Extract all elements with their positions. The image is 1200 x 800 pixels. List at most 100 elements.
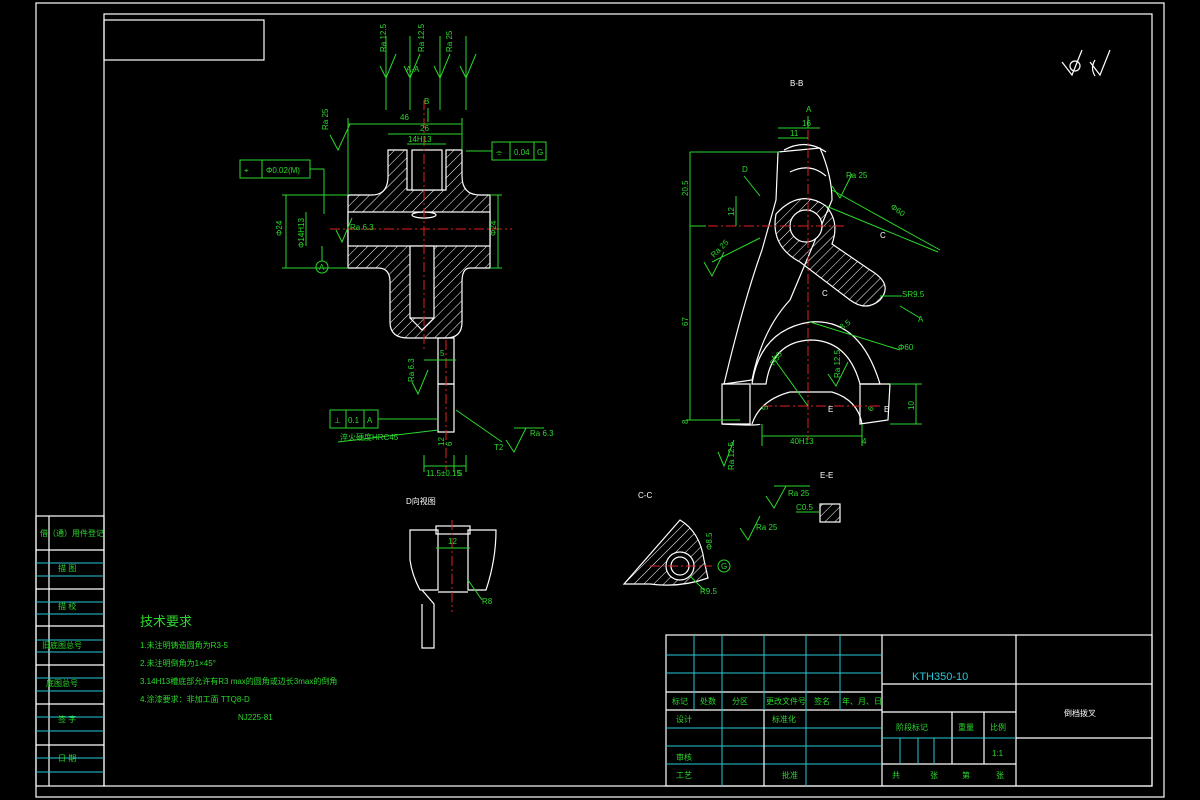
ra-bb-0: Ra 25 [846, 171, 868, 180]
marker-a-bb: A [806, 105, 812, 114]
title-block: 标记 处数 分区 更改文件号 签名 年、月、日 设计 审核 工艺 标准化 批准 … [665, 634, 1153, 787]
side-row-3: 旧底图总号 [42, 640, 82, 650]
hdr-2: 分区 [732, 697, 748, 706]
roughness-symbol [1061, 49, 1111, 77]
datum-a-front: A [319, 263, 325, 272]
marker-c-2: C [822, 289, 828, 298]
fcf-perp-datum: A [367, 416, 373, 425]
ra-ee-1: Ra 25 [756, 523, 778, 532]
chamfer: C0.5 [796, 503, 813, 512]
tech-item-0: 1.未注明铸造圆角为R3-5 [140, 640, 229, 650]
dim-phi60: Φ60 [898, 343, 914, 352]
fcf-para-sym: ⌯ [496, 148, 503, 157]
side-row-5: 签 字 [58, 714, 76, 724]
view-d: D向视图 [406, 496, 436, 506]
hdr-3: 更改文件号 [766, 696, 806, 706]
note-hardness: 淬火硬度HRC45 [340, 432, 399, 442]
tech-requirements: 技术要求 1.未注明铸造圆角为R3-5 2.未注明倒角为1×45° 3.14H1… [140, 614, 337, 722]
weight-label: 重量 [958, 722, 974, 732]
fcf-perp-sym: ⊥ [334, 416, 341, 425]
tech-title: 技术要求 [140, 614, 192, 629]
tech-item-4: NJ225-81 [238, 713, 273, 722]
hdr-0: 标记 [672, 696, 688, 706]
section-cc: C-C [638, 491, 652, 500]
hdr-4: 签名 [814, 696, 830, 706]
ra-ee-0: Ra 25 [788, 489, 810, 498]
cc-dim: Φ8.5 [705, 532, 714, 550]
dim-4: 4 [862, 437, 867, 446]
ra-top-1: Ra 12.5 [417, 23, 426, 52]
dim-5-rod: 5 [440, 349, 445, 358]
dim-40h13: 40H13 [790, 437, 814, 446]
dim-phi14: Φ14H13 [297, 217, 306, 248]
marker-b: B [424, 97, 429, 106]
note-t2: T2 [494, 443, 504, 452]
dim-115: 11.5±0.15 [426, 469, 461, 478]
hdr-5: 年、月、日 [842, 696, 882, 706]
ra-bb-2: Ra 12.5 [833, 349, 842, 378]
ra-top-2: Ra 25 [445, 30, 454, 52]
tech-item-2: 3.14H13槽底部允许有R3 max的圆角或边长3max的倒角 [140, 676, 337, 686]
dim-12: 12 [437, 437, 446, 446]
drawing-no: KTH350-10 [912, 671, 968, 683]
sheet-0: 共 [892, 771, 900, 780]
side-row-6: 日 期 [58, 754, 76, 763]
stage-label: 阶段标记 [896, 722, 928, 732]
dim-12-bb: 12 [727, 207, 736, 216]
dim-6: 6 [445, 441, 454, 446]
side-row-2: 描 校 [58, 601, 76, 611]
outer-border [35, 2, 1165, 798]
sheet-1: 张 [930, 771, 938, 780]
sheet-3: 张 [996, 771, 1004, 780]
role-design: 设计 [676, 714, 692, 724]
dim-8: 8 [681, 419, 690, 424]
dim-14h13: 14H13 [408, 135, 432, 144]
dim-67: 67 [681, 317, 690, 326]
cc-r95: R9.5 [700, 587, 717, 596]
tech-item-3: 4.涂漆要求：非加工面 TTQ8-D [140, 694, 250, 704]
role-process: 工艺 [676, 771, 692, 780]
ra-left: Ra 25 [321, 108, 330, 130]
dim-11: 11 [790, 129, 799, 138]
front-view: 46 26 14H13 B Ra 12.5 Ra 12.5 Ra 25 A-A … [239, 23, 554, 478]
cc-datum-g: G [721, 562, 727, 571]
ra-63-rod: Ra 6.3 [407, 358, 416, 382]
dim-sr95: SR9.5 [902, 290, 925, 299]
scale-value: 1:1 [992, 749, 1004, 758]
dim-r30: R30 [768, 350, 784, 368]
d-r8: R8 [482, 597, 493, 606]
marker-a-2: A [918, 315, 924, 324]
marker-d: D [742, 165, 748, 174]
dim-26: 26 [420, 124, 429, 133]
side-row-4: 底图总号 [46, 678, 78, 688]
dim-10: 10 [907, 401, 916, 410]
marker-e-2: E [884, 405, 889, 414]
dim-phi24-r: Φ24 [489, 220, 498, 236]
ee-view: E-E Ra 25 Ra 25 C0.5 [739, 471, 841, 541]
part-name: 倒档拨叉 [1064, 708, 1096, 718]
side-row-1: 描 图 [58, 563, 76, 573]
ra-bb-3: Ra 12.5 [727, 441, 736, 470]
section-ee: E-E [820, 471, 833, 480]
fcf-para-datum: G [537, 148, 543, 157]
side-table: 借（通）用件登记 描 图 描 校 旧底图总号 底图总号 签 字 日 期 [35, 515, 105, 787]
d-dim-12: 12 [448, 537, 457, 546]
dim-5-b: 5 [458, 469, 463, 478]
side-row-0: 借（通）用件登记 [40, 528, 104, 538]
dim-6-bb: 6 [866, 404, 876, 413]
section-aa: A-A [406, 65, 420, 74]
std-label: 标准化 [772, 714, 796, 724]
bb-view: B-B A 16 11 20.5 67 8 12 40H [681, 79, 941, 470]
fcf-pos-tol: Φ0.02(M) [266, 166, 300, 175]
tech-item-1: 2.未注明倒角为1×45° [140, 658, 216, 668]
fcf-perp-tol: 0.1 [348, 416, 360, 425]
cc-view: C-C R9.5 G Φ8.5 [622, 491, 731, 596]
dim-5-bb: 5 [761, 405, 770, 410]
scale-label: 比例 [990, 722, 1006, 732]
hdr-1: 处数 [700, 696, 716, 706]
ra-63-t2: Ra 6.3 [530, 429, 554, 438]
ra-top-0: Ra 12.5 [379, 23, 388, 52]
ra-63-bore: Ra 6.3 [350, 223, 374, 232]
dim-phi24-l: Φ24 [275, 220, 284, 236]
